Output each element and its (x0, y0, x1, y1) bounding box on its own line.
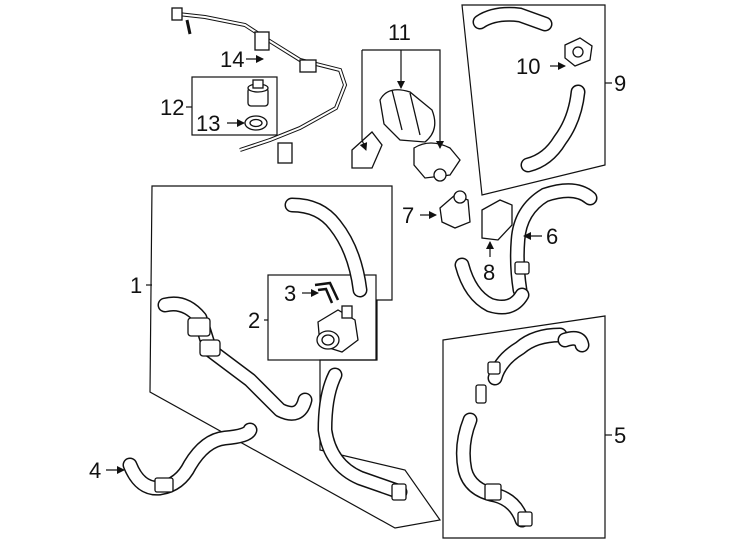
part-7-housing (439, 190, 471, 229)
pipe-fittings (154, 261, 533, 527)
group-box-12 (191, 76, 278, 136)
group-outline-5 (442, 315, 606, 539)
group-outline-1 (149, 185, 442, 529)
part-8-bracket (481, 199, 513, 241)
callout-8: 8 (483, 260, 495, 285)
part-10-valve (564, 37, 593, 67)
part-13-o-ring (244, 115, 268, 131)
group-outline-9 (461, 4, 606, 196)
callout-11: 11 (388, 20, 411, 45)
part-2-water-outlet (316, 305, 359, 353)
callout-3: 3 (284, 281, 296, 306)
part-11-pump-assembly (351, 89, 461, 182)
part-13-o-ring-inner (249, 118, 263, 128)
callout-2: 2 (248, 308, 260, 333)
callout-13: 13 (196, 111, 220, 136)
group-box-11 (362, 49, 441, 140)
callout-1: 1 (130, 273, 142, 298)
callout-6: 6 (546, 224, 558, 249)
leader-lines (106, 50, 612, 474)
callout-7: 7 (402, 203, 414, 228)
callout-9: 9 (614, 71, 626, 96)
part-12-connector (247, 79, 269, 107)
callout-10: 10 (516, 54, 540, 79)
callout-4: 4 (89, 458, 101, 483)
callout-5: 5 (614, 423, 626, 448)
part-3-clip (314, 281, 340, 304)
part-14-line-assembly (171, 7, 348, 164)
callout-12: 12 (160, 95, 184, 120)
callout-14: 14 (220, 47, 244, 72)
group-box-2 (267, 274, 377, 361)
